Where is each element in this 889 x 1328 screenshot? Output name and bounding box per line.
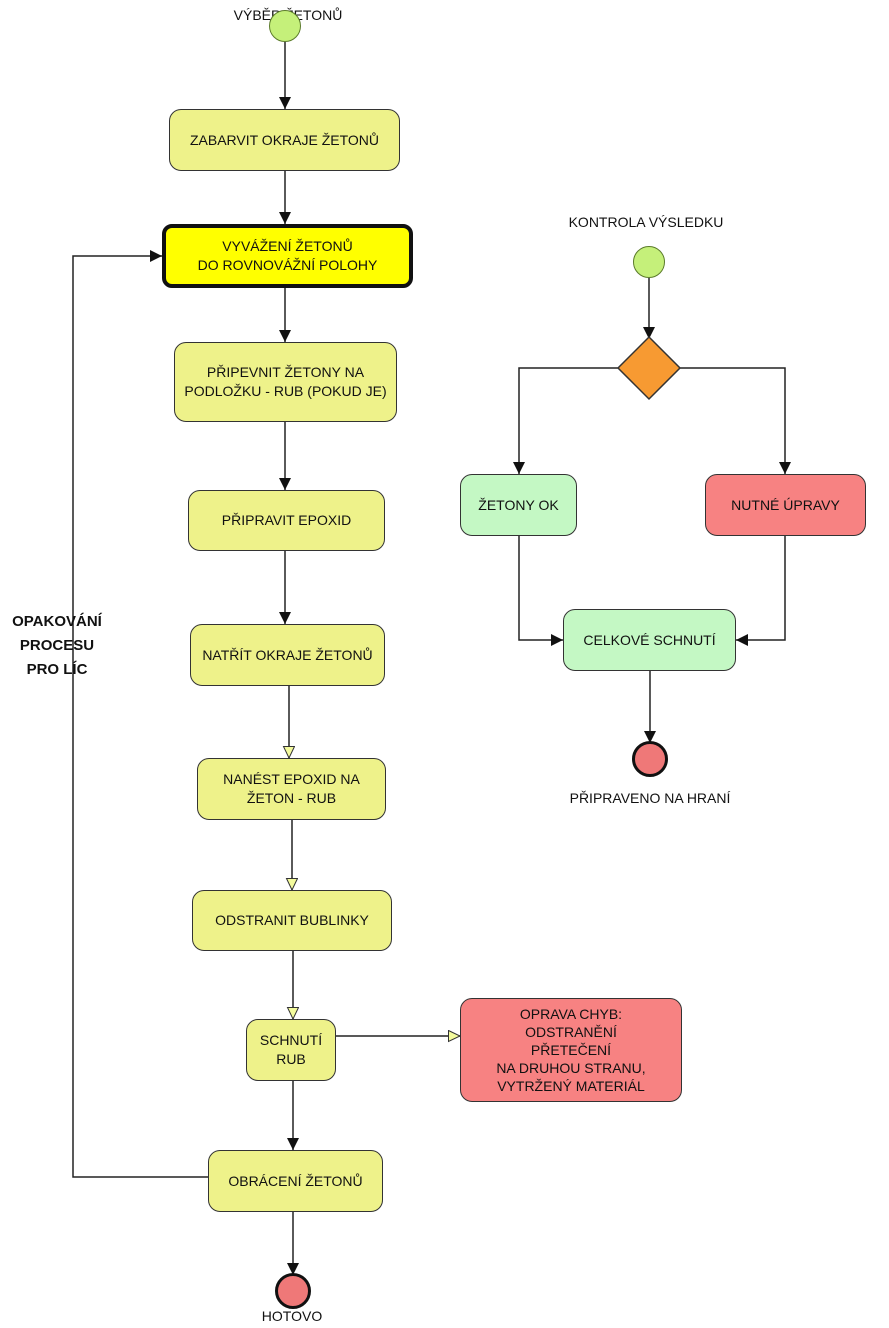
node-natrit[interactable]: NATŘÍT OKRAJE ŽETONŮ: [190, 624, 385, 686]
start2-label: KONTROLA VÝSLEDKU: [568, 214, 724, 230]
loop-label: OPAKOVÁNÍ PROCESU PRO LÍC: [12, 613, 102, 678]
node-vyvazeni[interactable]: VYVÁŽENÍ ŽETONŮ DO ROVNOVÁŽNÍ POLOHY: [162, 224, 413, 288]
edge-loop-back: [72, 250, 208, 1178]
start2-node[interactable]: [633, 246, 665, 278]
end2-node[interactable]: [632, 741, 668, 777]
node-pripravit[interactable]: PŘIPRAVIT EPOXID: [188, 490, 385, 551]
edge-nutne-to-celkove: [736, 536, 786, 646]
node-celkove-schnuti[interactable]: CELKOVÉ SCHNUTÍ: [563, 609, 736, 671]
start-node[interactable]: [269, 10, 301, 42]
end2-label: PŘIPRAVENO NA HRANÍ: [569, 790, 731, 806]
end-label: HOTOVO: [261, 1308, 323, 1324]
node-zabarvit[interactable]: ZABARVIT OKRAJE ŽETONŮ: [169, 109, 400, 171]
decision-diamond: [616, 335, 682, 401]
node-schnuti[interactable]: SCHNUTÍ RUB: [246, 1019, 336, 1081]
node-obraceni[interactable]: OBRÁCENÍ ŽETONŮ: [208, 1150, 383, 1212]
node-zetony-ok[interactable]: ŽETONY OK: [460, 474, 577, 536]
node-nutne-upravy[interactable]: NUTNÉ ÚPRAVY: [705, 474, 866, 536]
node-pripevnit[interactable]: PŘIPEVNIT ŽETONY NA PODLOŽKU - RUB (POKU…: [174, 342, 397, 422]
edge-decision-to-nutne: [680, 367, 791, 474]
node-odstranit[interactable]: ODSTRANIT BUBLINKY: [192, 890, 392, 951]
node-oprava[interactable]: OPRAVA CHYB: ODSTRANĚNÍ PŘETEČENÍ NA DRU…: [460, 998, 682, 1102]
edge-ok-to-celkove: [518, 536, 563, 646]
node-nanest[interactable]: NANÉST EPOXID NA ŽETON - RUB: [197, 758, 386, 820]
edge-decision-to-ok: [513, 367, 619, 474]
end-node[interactable]: [275, 1273, 311, 1309]
